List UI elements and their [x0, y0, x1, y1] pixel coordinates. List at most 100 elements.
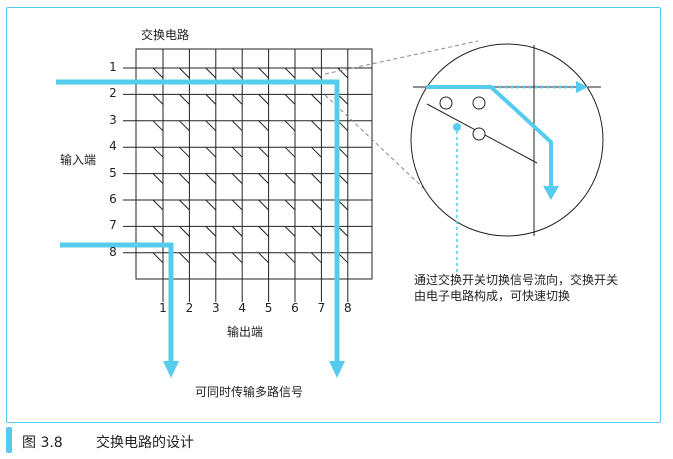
column-number: 6	[291, 301, 299, 315]
crosspoint-switch	[205, 199, 217, 211]
crosspoint-switch	[258, 226, 269, 237]
crosspoint-switch	[231, 173, 243, 184]
zoom-line-top	[324, 40, 479, 75]
caption-figure-number: 图 3.8	[22, 435, 63, 451]
row-number: 7	[109, 218, 117, 233]
crosspoint-switch	[152, 94, 164, 105]
crosspoint-switch	[179, 67, 190, 79]
crosspoint-switch	[205, 94, 217, 105]
crosspoint-switch	[152, 67, 164, 79]
column-number: 8	[343, 301, 352, 315]
column-number: 4	[238, 301, 246, 315]
input-label: 输入端	[60, 153, 97, 167]
crosspoint-switch	[258, 94, 269, 105]
row-number: 8	[109, 244, 117, 259]
column-number: 1	[159, 301, 167, 315]
signal-path-row2-col7	[56, 79, 340, 365]
crosspoint-switch	[311, 199, 322, 211]
crosspoint-switch	[179, 94, 190, 105]
crosspoint-switch	[231, 199, 243, 211]
crosspoint-switch	[205, 226, 217, 237]
crosspoint-switch	[152, 120, 164, 132]
signal-arrowhead-col7	[329, 361, 345, 378]
crosspoint-switch	[179, 146, 190, 158]
crosspoint-switch	[179, 226, 190, 237]
crosspoint-switch	[311, 226, 322, 237]
column-number: 2	[185, 301, 194, 315]
crosspoint-switch	[258, 67, 269, 79]
crosspoint-switch	[258, 146, 269, 158]
signal-path-row8-col1	[60, 242, 174, 365]
crosspoint-switch	[231, 94, 243, 105]
crosspoint-switch	[284, 120, 296, 132]
diagram-title: 交换电路	[141, 28, 190, 42]
crosspoint-switch	[179, 173, 190, 184]
crosspoint-switch	[179, 199, 190, 211]
crosspoint-switch	[284, 199, 296, 211]
caption-accent-bar	[6, 427, 12, 453]
output-note: 可同时传输多路信号	[195, 385, 304, 399]
crosspoint-switch	[258, 120, 269, 132]
switch-control-dot	[453, 123, 461, 131]
crosspoint-switch	[205, 146, 217, 158]
callout-text: 通过交换开关切换信号流向，交换开关由电子电路构成，可快速切换	[414, 273, 619, 303]
crosspoint-switch	[179, 252, 190, 264]
crosspoint-switch	[152, 199, 164, 211]
switch-contact-2	[472, 96, 486, 110]
crosspoint-switch	[231, 226, 243, 237]
switch-contact-1	[439, 96, 453, 110]
crosspoint-switch	[311, 67, 322, 79]
row-number: 1	[109, 60, 117, 74]
crosspoint-switch	[311, 252, 322, 264]
output-label: 输出端	[227, 325, 264, 339]
crosspoint-switch	[205, 120, 217, 132]
crosspoint-switch	[231, 67, 243, 79]
zoom-circle	[410, 43, 604, 237]
crosspoint-switch	[311, 94, 322, 105]
crosspoint-switch	[284, 173, 296, 184]
crossbar-grid	[123, 49, 372, 302]
crosspoint-switch	[311, 146, 322, 158]
crosspoint-switch	[258, 173, 269, 184]
switch-contact-3	[472, 127, 486, 141]
column-number: 5	[264, 301, 273, 315]
crosspoint-switch	[231, 120, 243, 132]
crosspoint-switch	[152, 173, 164, 184]
crosspoint-switch	[205, 252, 217, 264]
zoom-detail	[413, 45, 601, 236]
crosspoint-switch	[205, 67, 217, 79]
figure-frame	[6, 7, 661, 423]
matrix-box	[135, 48, 373, 280]
zoom-dotted-arrowhead	[576, 81, 588, 93]
zoom-signal-arrowhead	[543, 186, 559, 200]
column-number: 7	[317, 301, 326, 315]
crosspoint-switch	[179, 120, 190, 132]
crosspoint-switch	[284, 94, 296, 105]
crosspoint-switch	[284, 146, 296, 158]
column-number: 3	[211, 301, 220, 315]
crosspoint-switch	[311, 173, 322, 184]
crosspoint-switch	[152, 146, 164, 158]
crosspoint-switch	[258, 252, 269, 264]
caption-title: 交换电路的设计	[96, 435, 194, 451]
crosspoint-switch	[284, 252, 296, 264]
crosspoint-switch	[152, 252, 164, 264]
zoom-line-bottom	[324, 94, 453, 216]
row-number: 2	[109, 86, 117, 101]
crosspoint-switch	[311, 120, 322, 132]
row-number: 4	[109, 139, 117, 154]
crosspoint-switch	[284, 226, 296, 237]
zoom-signal-path	[426, 85, 553, 188]
row-number: 3	[109, 112, 117, 127]
crosspoint-switch	[205, 173, 217, 184]
crosspoint-switch	[284, 67, 296, 79]
crosspoint-switch	[152, 226, 164, 237]
crosspoint-switch	[231, 252, 243, 264]
crosspoint-switch	[231, 146, 243, 158]
row-number: 6	[109, 192, 117, 206]
crosspoint-switch	[337, 67, 349, 79]
signal-arrowhead-col1	[163, 361, 179, 378]
crosspoint-switch	[258, 199, 269, 211]
row-number: 5	[109, 165, 117, 180]
